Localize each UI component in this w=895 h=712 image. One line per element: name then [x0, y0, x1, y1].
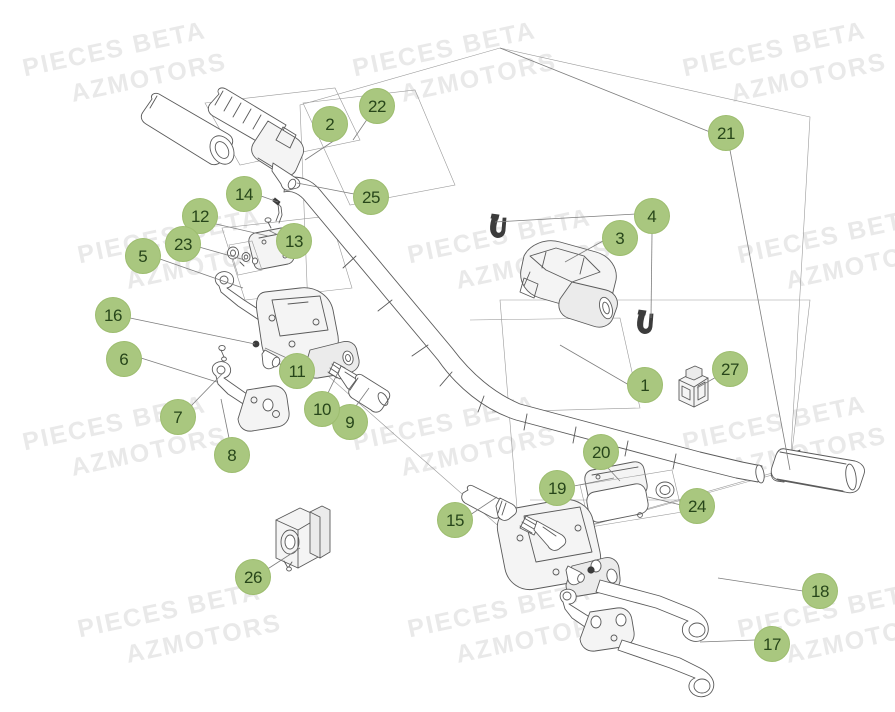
callout-badge-5[interactable]: 5	[125, 238, 161, 274]
callout-badge-25[interactable]: 25	[353, 179, 389, 215]
part-clutch-lever-lower	[211, 344, 290, 432]
callout-badge-19[interactable]: 19	[539, 470, 575, 506]
callout-badge-21[interactable]: 21	[708, 115, 744, 151]
callout-badge-1[interactable]: 1	[627, 367, 663, 403]
callout-badge-18[interactable]: 18	[802, 573, 838, 609]
callout-badge-20[interactable]: 20	[583, 434, 619, 470]
callout-badge-16[interactable]: 16	[95, 297, 131, 333]
callout-badge-22[interactable]: 22	[359, 88, 395, 124]
callout-badge-26[interactable]: 26	[235, 559, 271, 595]
part-brake-lever-lower	[559, 588, 715, 698]
callout-badge-13[interactable]: 13	[276, 223, 312, 259]
part-throttle-grip-left	[140, 87, 305, 191]
callout-badge-7[interactable]: 7	[160, 399, 196, 435]
callout-badge-17[interactable]: 17	[754, 626, 790, 662]
callout-badge-12[interactable]: 12	[182, 198, 218, 234]
part-clip-lower	[637, 309, 654, 334]
callout-badge-2[interactable]: 2	[312, 106, 348, 142]
callout-badge-15[interactable]: 15	[437, 502, 473, 538]
part-grip-right	[770, 448, 865, 494]
part-screw-ball-lower	[565, 565, 595, 586]
callout-badge-24[interactable]: 24	[679, 488, 715, 524]
callout-badge-4[interactable]: 4	[634, 198, 670, 234]
callout-badge-23[interactable]: 23	[165, 226, 201, 262]
callout-badge-3[interactable]: 3	[602, 220, 638, 256]
callout-badge-11[interactable]: 11	[279, 353, 315, 389]
part-spring-adjuster-lower	[519, 515, 567, 551]
callout-badge-14[interactable]: 14	[226, 176, 262, 212]
callout-badge-8[interactable]: 8	[214, 437, 250, 473]
callout-badge-6[interactable]: 6	[106, 341, 142, 377]
callout-badge-27[interactable]: 27	[712, 351, 748, 387]
callout-badge-10[interactable]: 10	[304, 391, 340, 427]
